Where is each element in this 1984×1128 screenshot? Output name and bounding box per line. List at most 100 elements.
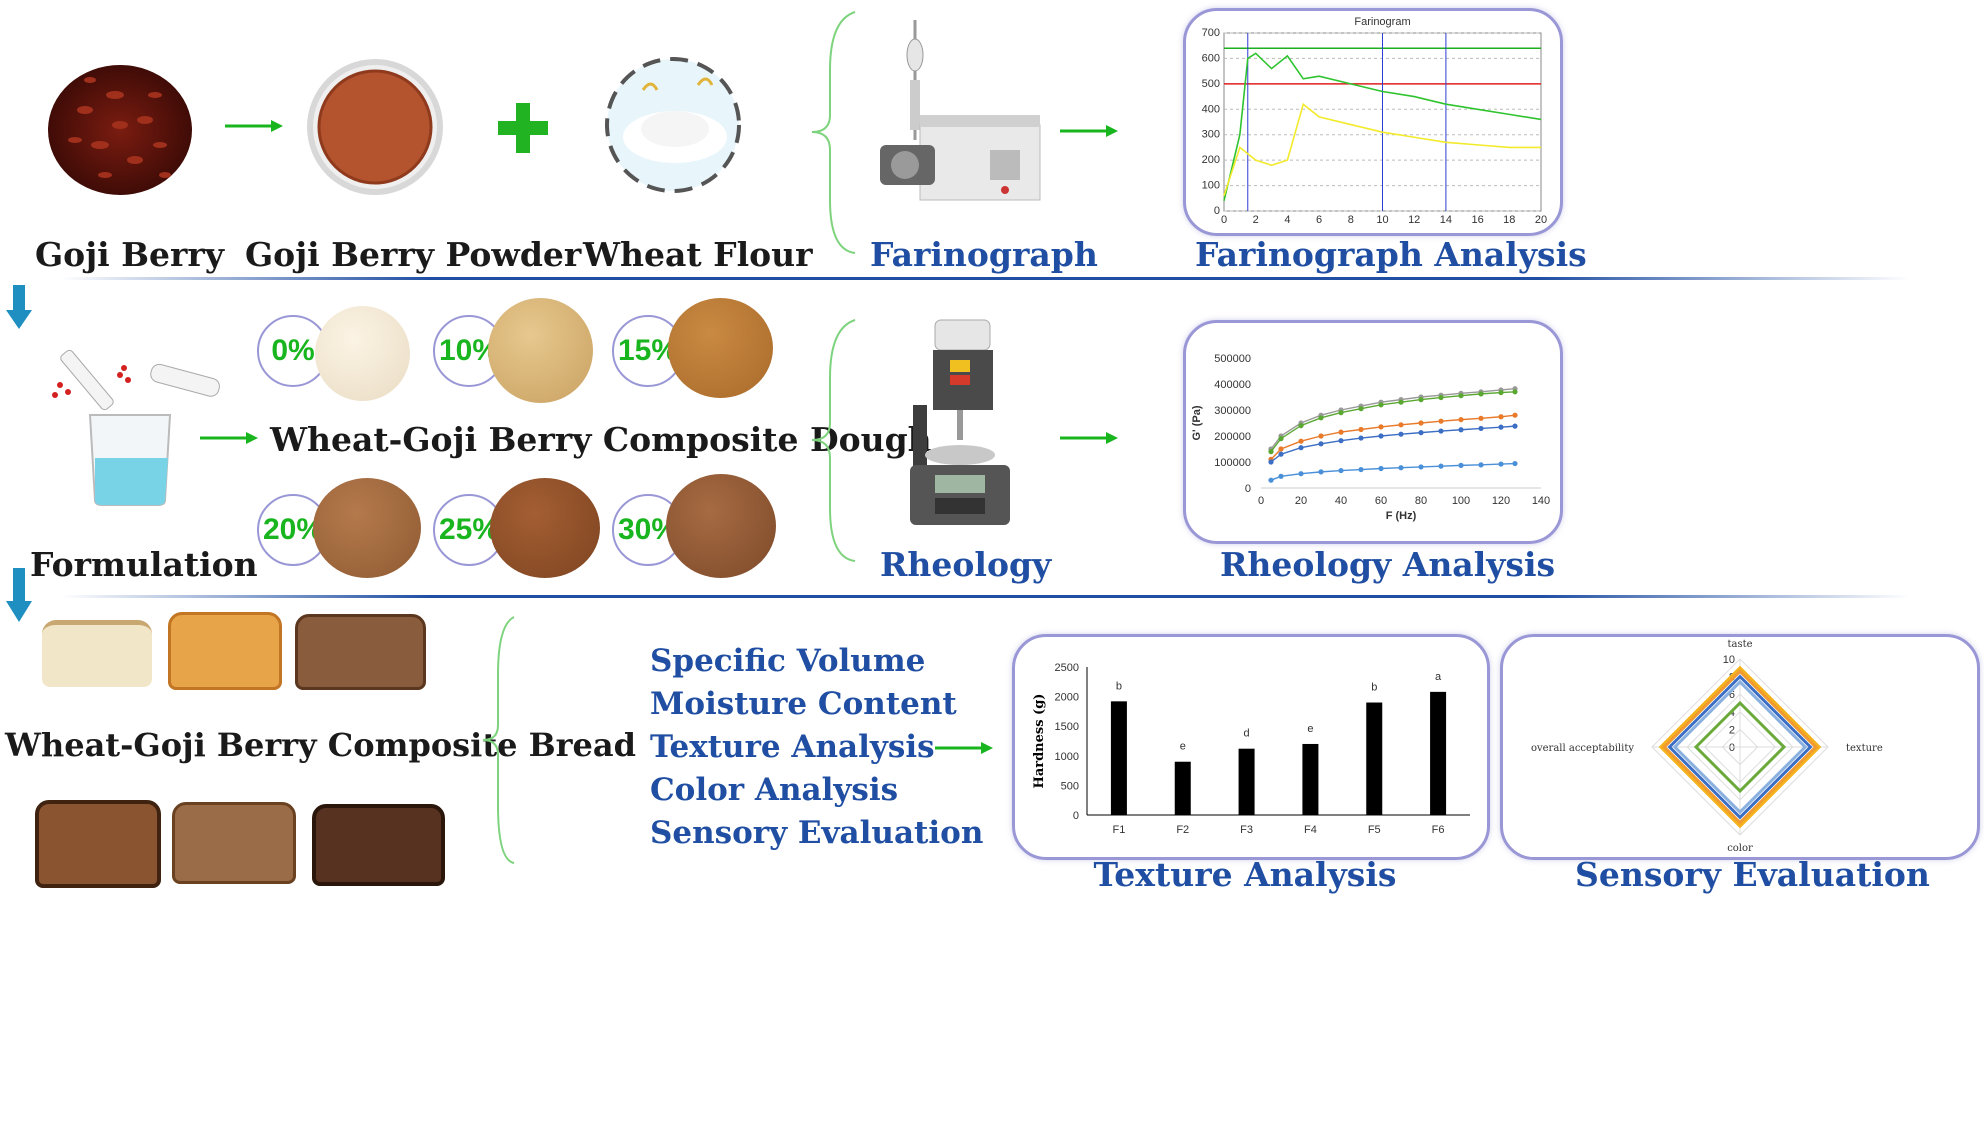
y-tick-label: 0	[1214, 205, 1220, 217]
bar	[1238, 748, 1255, 815]
data-point	[1378, 424, 1384, 430]
axis-label: overall acceptability	[1531, 743, 1634, 754]
y-tick-label: 500	[1061, 780, 1079, 792]
x-axis-label: F (Hz)	[1386, 510, 1417, 522]
divider	[60, 595, 1910, 598]
texture-analysis-label: Texture Analysis	[1093, 855, 1397, 894]
x-tick-label: F1	[1112, 824, 1125, 836]
axis-label: taste	[1727, 639, 1752, 650]
rheology-label: Rheology	[880, 545, 1052, 584]
arrow-right-icon	[1060, 430, 1120, 450]
x-tick-label: 60	[1375, 495, 1387, 507]
farinograph-analysis-label: Farinograph Analysis	[1195, 235, 1587, 274]
series-line	[1270, 425, 1516, 463]
y-tick-label: 300	[1202, 129, 1220, 141]
data-point	[1278, 473, 1284, 479]
x-tick-label: 2	[1253, 214, 1259, 226]
data-point	[1358, 435, 1364, 441]
data-point	[1268, 449, 1274, 455]
data-point	[1378, 433, 1384, 439]
data-point	[1378, 465, 1384, 472]
bar	[1302, 743, 1319, 815]
chart-title: Farinogram	[1354, 16, 1410, 28]
sensory-evaluation-label: Sensory Evaluation	[1575, 855, 1930, 894]
bread-slice-image	[42, 620, 152, 687]
significance-letter: a	[1435, 671, 1442, 683]
series-line	[1270, 414, 1516, 460]
data-point	[1398, 465, 1404, 471]
x-tick-label: 16	[1471, 214, 1483, 226]
data-point	[1512, 389, 1518, 395]
dough-ball-image	[490, 478, 600, 578]
data-point	[1498, 424, 1504, 430]
data-point	[1268, 477, 1274, 483]
y-tick-label: 500	[1202, 78, 1220, 90]
data-point	[1498, 461, 1504, 467]
formulation-label: Formulation	[30, 545, 258, 584]
data-point	[1458, 462, 1464, 468]
dough-ball-image	[315, 306, 410, 401]
down-arrow-icon	[5, 568, 33, 627]
data-point	[1438, 394, 1444, 401]
axis-label: texture	[1846, 743, 1883, 754]
bread-slice-image	[168, 612, 282, 690]
wheat-flour-image	[603, 55, 743, 195]
data-point	[1458, 393, 1464, 399]
y-tick-label: 1500	[1055, 721, 1079, 733]
data-point	[1358, 426, 1364, 433]
x-tick-label: 8	[1348, 214, 1354, 226]
series-line	[1270, 387, 1516, 450]
x-tick-label: F4	[1304, 824, 1317, 836]
x-tick-label: 120	[1492, 495, 1510, 507]
wheat-flour-label: Wheat Flour	[583, 235, 813, 274]
arrow-right-icon	[1060, 123, 1120, 143]
data-point	[1318, 433, 1324, 439]
data-point	[1298, 438, 1304, 444]
significance-letter: e	[1180, 741, 1186, 753]
x-tick-label: 140	[1532, 495, 1550, 507]
bar	[1430, 691, 1447, 815]
x-tick-label: 10	[1376, 214, 1388, 226]
data-point	[1418, 397, 1424, 403]
y-tick-label: 100	[1202, 180, 1220, 192]
data-point	[1418, 420, 1424, 426]
axis-label: color	[1727, 843, 1753, 854]
measurement-item: Sensory Evaluation	[650, 815, 984, 851]
data-point	[1378, 402, 1384, 408]
arrow-right-icon	[935, 740, 995, 760]
measurement-item: Moisture Content	[650, 686, 957, 722]
x-tick-label: 0	[1221, 214, 1227, 226]
data-point	[1338, 429, 1344, 435]
x-tick-label: F6	[1432, 824, 1445, 836]
significance-letter: b	[1116, 680, 1122, 692]
plus-icon	[498, 103, 548, 157]
dough-ball-image	[668, 298, 773, 398]
data-point	[1438, 428, 1444, 434]
composite-dough-label: Wheat-Goji Berry Composite Dough	[270, 420, 932, 459]
r-tick-label: 2	[1729, 724, 1735, 736]
x-tick-label: F3	[1240, 824, 1253, 836]
data-point	[1498, 414, 1504, 420]
significance-letter: e	[1307, 723, 1313, 735]
measurement-item: Specific Volume	[650, 643, 926, 679]
significance-letter: b	[1371, 682, 1377, 694]
data-point	[1298, 423, 1304, 429]
x-tick-label: F5	[1368, 824, 1381, 836]
bar	[1366, 702, 1383, 815]
data-point	[1498, 389, 1504, 396]
rheology-analysis-label: Rheology Analysis	[1220, 545, 1556, 584]
y-tick-label: 700	[1202, 27, 1220, 39]
x-tick-label: 20	[1535, 214, 1547, 226]
y-tick-label: 600	[1202, 52, 1220, 64]
significance-letter: d	[1244, 728, 1250, 740]
data-point	[1358, 406, 1364, 412]
data-point	[1512, 423, 1518, 429]
r-tick-label: 10	[1723, 654, 1735, 666]
data-point	[1512, 412, 1518, 418]
data-point	[1318, 415, 1324, 421]
